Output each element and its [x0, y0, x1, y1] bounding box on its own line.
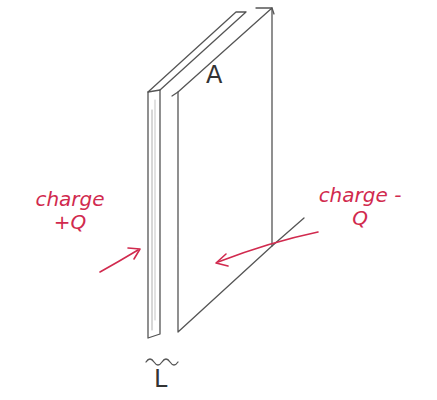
right-plate [178, 8, 272, 332]
left-plate-shade [152, 110, 153, 330]
dimension-brace [146, 359, 178, 365]
left-plate-edge [148, 90, 160, 338]
left-plate-top [148, 12, 246, 92]
left-plate-shade [155, 100, 156, 320]
arrow-head [128, 248, 140, 259]
charge-label: charge +Q [28, 188, 112, 234]
charge-label: charge -Q [318, 184, 402, 230]
right-plate-top [172, 8, 274, 96]
leader-arrow [100, 250, 138, 272]
dimension-label: L [154, 366, 167, 394]
arrow-head [216, 254, 228, 266]
area-label: A [206, 62, 222, 90]
leader-arrow [218, 232, 318, 262]
